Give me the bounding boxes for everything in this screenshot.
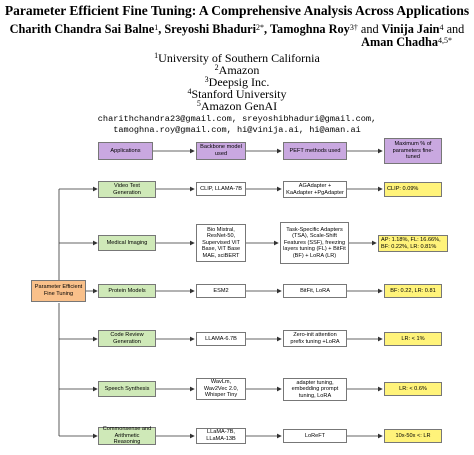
author-name: Aman Chadha <box>361 35 438 49</box>
author-name: Charith Chandra Sai Balne <box>9 22 155 36</box>
affiliation-mark: 1 <box>154 51 159 60</box>
header-peft: PEFT methods used <box>283 142 347 160</box>
header-applications: Applications <box>98 142 153 160</box>
peft-node: Task-Specific Adapters (TSA), Scale-Shif… <box>280 222 349 264</box>
author-name: Tamoghna Roy <box>269 22 350 36</box>
paper-title: Parameter Efficient Fine Tuning: A Compr… <box>4 3 470 18</box>
header-result: Maximum % of parameters fine-tuned <box>384 138 442 164</box>
affiliation-name: Stanford University <box>191 87 287 101</box>
application-node: Speech Synthesis <box>98 381 156 397</box>
backbone-node: LLaMA-7B, LLaMA-13B <box>196 428 246 444</box>
affiliation: 1University of Southern California <box>0 51 474 65</box>
root-node: Parameter Efficient Fine Tuning <box>31 280 86 302</box>
author-affiliation-mark: 1 <box>154 23 159 32</box>
email-line: tamoghna.roy@gmail.com, hi@vinija.ai, hi… <box>113 125 361 135</box>
affiliation-mark: 3 <box>204 75 209 84</box>
affiliation-name: Amazon GenAI <box>200 99 278 113</box>
author-affiliation-mark: 4 <box>439 23 444 32</box>
result-node: LR: < 0.6% <box>384 382 442 396</box>
result-node: 10x-50x <: LR <box>384 429 442 443</box>
author-affiliation-mark: 3† <box>349 23 358 32</box>
author-line-2: Aman Chadha4,5* <box>6 36 468 49</box>
application-node: Code Review Generation <box>98 330 156 347</box>
backbone-node: LLAMA-6.7B <box>196 332 246 346</box>
email-line: charithchandra23@gmail.com, sreyoshibhad… <box>97 114 377 124</box>
backbone-node: ESM2 <box>196 284 246 298</box>
author-conjunction: and <box>446 22 465 36</box>
affiliation-mark: 5 <box>196 99 201 108</box>
author-list: Charith Chandra Sai Balne1, Sreyoshi Bha… <box>6 23 468 49</box>
header-backbone: Backbone model used <box>196 142 246 160</box>
affiliation-name: Deepsig Inc. <box>208 75 270 89</box>
application-node: Medical Imaging <box>98 235 156 251</box>
result-node: LR: < 1% <box>384 332 442 346</box>
author-conjunction: and <box>360 22 379 36</box>
peft-node: AGAdapter + KaAdapter +PgAdapter <box>283 181 347 198</box>
backbone-node: WavLm, Wav2Vec 2.0, Whisper Tiny <box>196 378 246 400</box>
affiliation: 2Amazon <box>0 63 474 77</box>
author-name: Vinija Jain <box>381 22 440 36</box>
backbone-node: Bio Mistral, ResNet-50, Supervised ViT B… <box>196 224 246 262</box>
author-emails: charithchandra23@gmail.com, sreyoshibhad… <box>0 114 474 136</box>
author-affiliation-mark: 2* <box>256 23 265 32</box>
author-line-1: Charith Chandra Sai Balne1, Sreyoshi Bha… <box>9 22 465 36</box>
author-name: Sreyoshi Bhaduri <box>164 22 257 36</box>
backbone-node: CLIP, LLAMA-7B <box>196 182 246 196</box>
peft-node: adapter tuning, embedding prompt tuning,… <box>283 378 347 401</box>
peft-diagram: Applications Backbone model used PEFT me… <box>0 135 474 455</box>
application-node: Video Text Generation <box>98 181 156 198</box>
result-node: AP: 1.18%, FL: 16.66%, BF: 0.22%, LR: 0.… <box>378 235 448 252</box>
author-affiliation-mark: 4,5* <box>438 36 452 45</box>
affiliation-name: Amazon <box>218 63 260 77</box>
result-node: BF: 0.22, LR: 0.81 <box>384 284 442 298</box>
affiliation-name: University of Southern California <box>158 51 320 65</box>
affiliation: 3Deepsig Inc. <box>0 75 474 89</box>
application-node: Protein Models <box>98 284 156 298</box>
peft-node: BitFit, LoRA <box>283 284 347 298</box>
affiliation-mark: 2 <box>214 63 219 72</box>
connector-lines <box>58 148 383 439</box>
affiliation-mark: 4 <box>187 87 192 96</box>
result-node: CLIP: 0.09% <box>384 182 442 197</box>
application-node: Commonsense and Arithmetic Reasoning <box>98 426 156 445</box>
affiliation: 4Stanford University <box>0 87 474 101</box>
peft-node: Zero-init attention prefix tuning +LoRA <box>283 330 347 347</box>
affiliation: 5Amazon GenAI <box>0 99 474 113</box>
peft-node: LoReFT <box>283 429 347 443</box>
